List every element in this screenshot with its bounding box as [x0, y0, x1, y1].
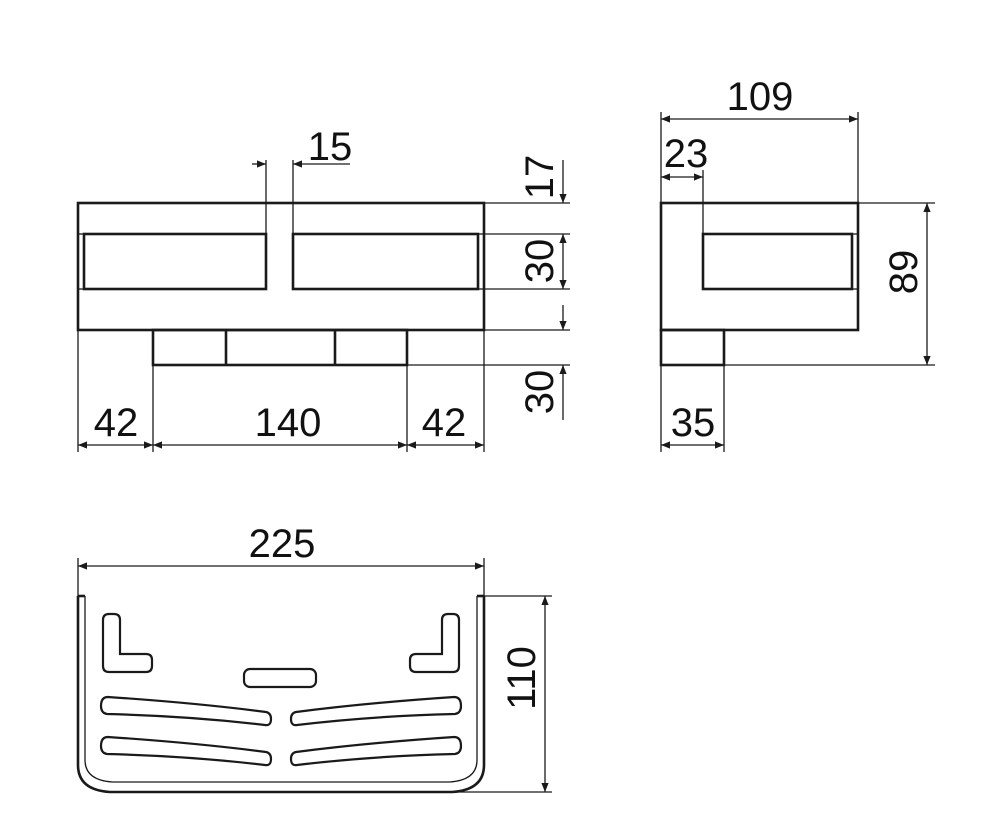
dim-top-depth: 110 [500, 646, 544, 710]
slot-lower-left [99, 735, 273, 767]
dim-side-height: 89 [882, 250, 926, 295]
dim-left-offset: 42 [94, 401, 139, 445]
top-inner-outline [84, 596, 478, 783]
side-body-outline [659, 201, 860, 332]
front-right-band [291, 232, 480, 291]
slot-l-left [101, 612, 154, 674]
side-band [701, 232, 854, 291]
slot-l-right [408, 612, 461, 674]
dim-side-depth: 109 [727, 75, 794, 119]
dim-gap-width: 15 [308, 125, 353, 169]
slot-lower-right [289, 735, 463, 767]
slot-center [242, 667, 318, 689]
slot-upper-right [289, 695, 463, 727]
dim-top-width: 225 [249, 522, 316, 566]
slot-upper-left [99, 695, 273, 727]
top-outer-outline [76, 596, 486, 794]
side-view: 109 23 89 35 [659, 75, 935, 452]
dim-top-rim: 17 [518, 155, 562, 200]
dim-band-height: 30 [518, 239, 562, 284]
front-body-outline [76, 201, 486, 332]
front-left-band [82, 232, 268, 291]
front-foot [151, 328, 409, 367]
dim-right-offset: 42 [422, 401, 467, 445]
dim-wall-offset: 23 [664, 132, 709, 176]
dim-foot-depth: 35 [671, 401, 716, 445]
top-view: 225 110 [76, 522, 552, 794]
front-view: 15 17 30 30 42 140 42 [76, 125, 570, 452]
dim-foot-height: 30 [518, 370, 562, 415]
side-foot [659, 328, 726, 367]
dim-foot-width: 140 [255, 401, 322, 445]
